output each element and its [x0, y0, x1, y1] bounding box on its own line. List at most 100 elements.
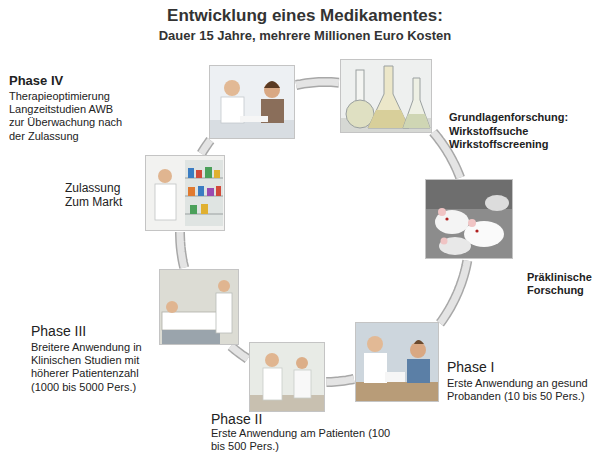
rat-photo-part — [439, 237, 471, 255]
ward-photo-part — [296, 357, 308, 369]
bed-photo-part — [216, 293, 232, 333]
bed-photo-part — [218, 280, 230, 292]
stage-heading: Phase II — [211, 411, 361, 428]
doctor-photo-part — [240, 116, 268, 122]
stage-text: Erste Anwendung an gesund Probanden (10 … — [447, 377, 605, 403]
pharmacy-photo-part — [188, 187, 195, 196]
stage-photo-frame: Phase IIIBreitere Anwendung in Klinische… — [159, 269, 239, 345]
rat-photo-part — [441, 238, 448, 245]
pharmacy-photo-part — [145, 155, 225, 231]
ring-connector — [231, 346, 248, 359]
rat-photo-part — [485, 195, 509, 211]
ring-connector — [201, 140, 210, 153]
ring-connector — [180, 232, 184, 268]
ward-photo-part — [263, 368, 282, 400]
pharmacy-photo-part — [207, 188, 214, 196]
pharmacy-photo-part — [198, 186, 204, 196]
ring-outline — [231, 346, 248, 359]
ward-photo-part — [249, 395, 325, 412]
flask-photo-part — [368, 66, 409, 128]
ring-band — [180, 232, 184, 268]
consultation-photo-part — [355, 322, 439, 402]
stage-text: Zulassung Zum Markt — [65, 181, 137, 210]
ring-band — [440, 261, 467, 324]
pharmacy-photo-part — [155, 184, 176, 220]
stage-text: Breitere Anwendung in Klinischen Studien… — [31, 341, 153, 394]
stage-photo-frame: Zulassung Zum Markt — [145, 155, 225, 231]
stage-heading: Phase IV — [9, 73, 159, 89]
flask-photo-part — [356, 70, 364, 102]
rat-photo-part — [475, 229, 478, 232]
bed-photo — [159, 269, 239, 345]
stage-heading: Phase I — [447, 359, 597, 376]
pharmacy-photo-part — [205, 167, 212, 178]
stage-text: Therapieoptimierung Langzeitstudien AWB … — [9, 90, 131, 143]
stage-photo-frame: Phase IErste Anwendung an gesund Proband… — [355, 322, 439, 402]
bed-photo-part — [162, 330, 220, 345]
pharmacy-photo — [145, 155, 225, 231]
consultation-photo-part — [414, 340, 424, 344]
stage-photo-frame: Phase IIErste Anwendung am Patienten (10… — [249, 342, 325, 412]
ward-photo-part — [249, 342, 325, 412]
ring-connector — [296, 82, 339, 85]
ring-connector — [326, 379, 354, 382]
consultation-photo — [355, 322, 439, 402]
stage-text: Wirkstoffsuche Wirkstoffscreening — [449, 125, 567, 151]
doctor-photo-part — [224, 80, 240, 96]
ring-outline — [180, 232, 184, 268]
ring-outline — [326, 379, 354, 382]
diagram-title: Entwicklung eines Medikamentes: — [0, 6, 610, 26]
consultation-photo-part — [364, 353, 387, 383]
flask-photo-part — [340, 59, 432, 133]
consultation-photo-part — [385, 372, 405, 382]
ring-band — [326, 379, 354, 382]
pharmacy-photo-part — [214, 170, 220, 178]
rat-photo-part — [425, 179, 513, 259]
ring-band — [231, 346, 248, 359]
rat-photo — [425, 179, 513, 259]
pharmacy-photo-part — [188, 168, 194, 178]
consultation-photo-part — [407, 359, 430, 383]
bed-photo-part — [162, 312, 220, 330]
pharmacy-photo-part — [185, 160, 223, 226]
doctor-photo-part — [264, 81, 280, 88]
ring-outline — [440, 261, 467, 324]
consultation-photo-part — [355, 382, 439, 402]
rat-photo-part — [445, 217, 448, 220]
consultation-photo-part — [367, 336, 383, 352]
stage-heading: Phase III — [31, 323, 151, 340]
flask-photo-part — [403, 78, 430, 128]
stage-text: Erste Anwendung am Patienten (100 bis 50… — [211, 427, 396, 453]
ring-band — [201, 140, 210, 153]
subtitle: Dauer 15 Jahre, mehrere Millionen Euro K… — [0, 28, 610, 44]
pharmacy-photo-part — [201, 204, 208, 214]
pharmacy-photo-part — [216, 186, 221, 196]
pharmacy-photo-part — [190, 205, 197, 214]
ward-photo-part — [294, 370, 311, 398]
bed-photo-part — [166, 301, 178, 313]
ring-outline — [201, 140, 210, 153]
consultation-photo-part — [410, 342, 426, 358]
flask-photo-part — [403, 114, 430, 128]
stage-photo-frame: Phase IVTherapieoptimierung Langzeitstud… — [209, 65, 295, 139]
pharmacy-photo-part — [196, 170, 202, 178]
ward-photo-part — [265, 353, 279, 367]
doctor-photo-part — [264, 82, 280, 98]
stage-photo-frame: Präklinische Forschung — [425, 179, 513, 259]
stage-text: Präklinische Forschung — [527, 271, 605, 297]
pharmacy-photo-part — [158, 169, 172, 183]
rat-photo-part — [468, 219, 476, 227]
bed-photo-part — [159, 269, 239, 345]
ring-outline — [296, 82, 339, 85]
flask-photo-part — [368, 110, 409, 128]
stage-heading: Grundlagenforschung: — [449, 111, 599, 124]
flask-photo — [340, 59, 432, 133]
doctor-photo — [209, 65, 295, 139]
ward-photo — [249, 342, 325, 412]
rat-photo-part — [438, 208, 446, 216]
ring-band — [296, 82, 339, 85]
doctor-photo-part — [209, 65, 295, 139]
stage-photo-frame: Grundlagenforschung:Wirkstoffsuche Wirks… — [340, 59, 432, 133]
ring-connector — [440, 261, 467, 324]
